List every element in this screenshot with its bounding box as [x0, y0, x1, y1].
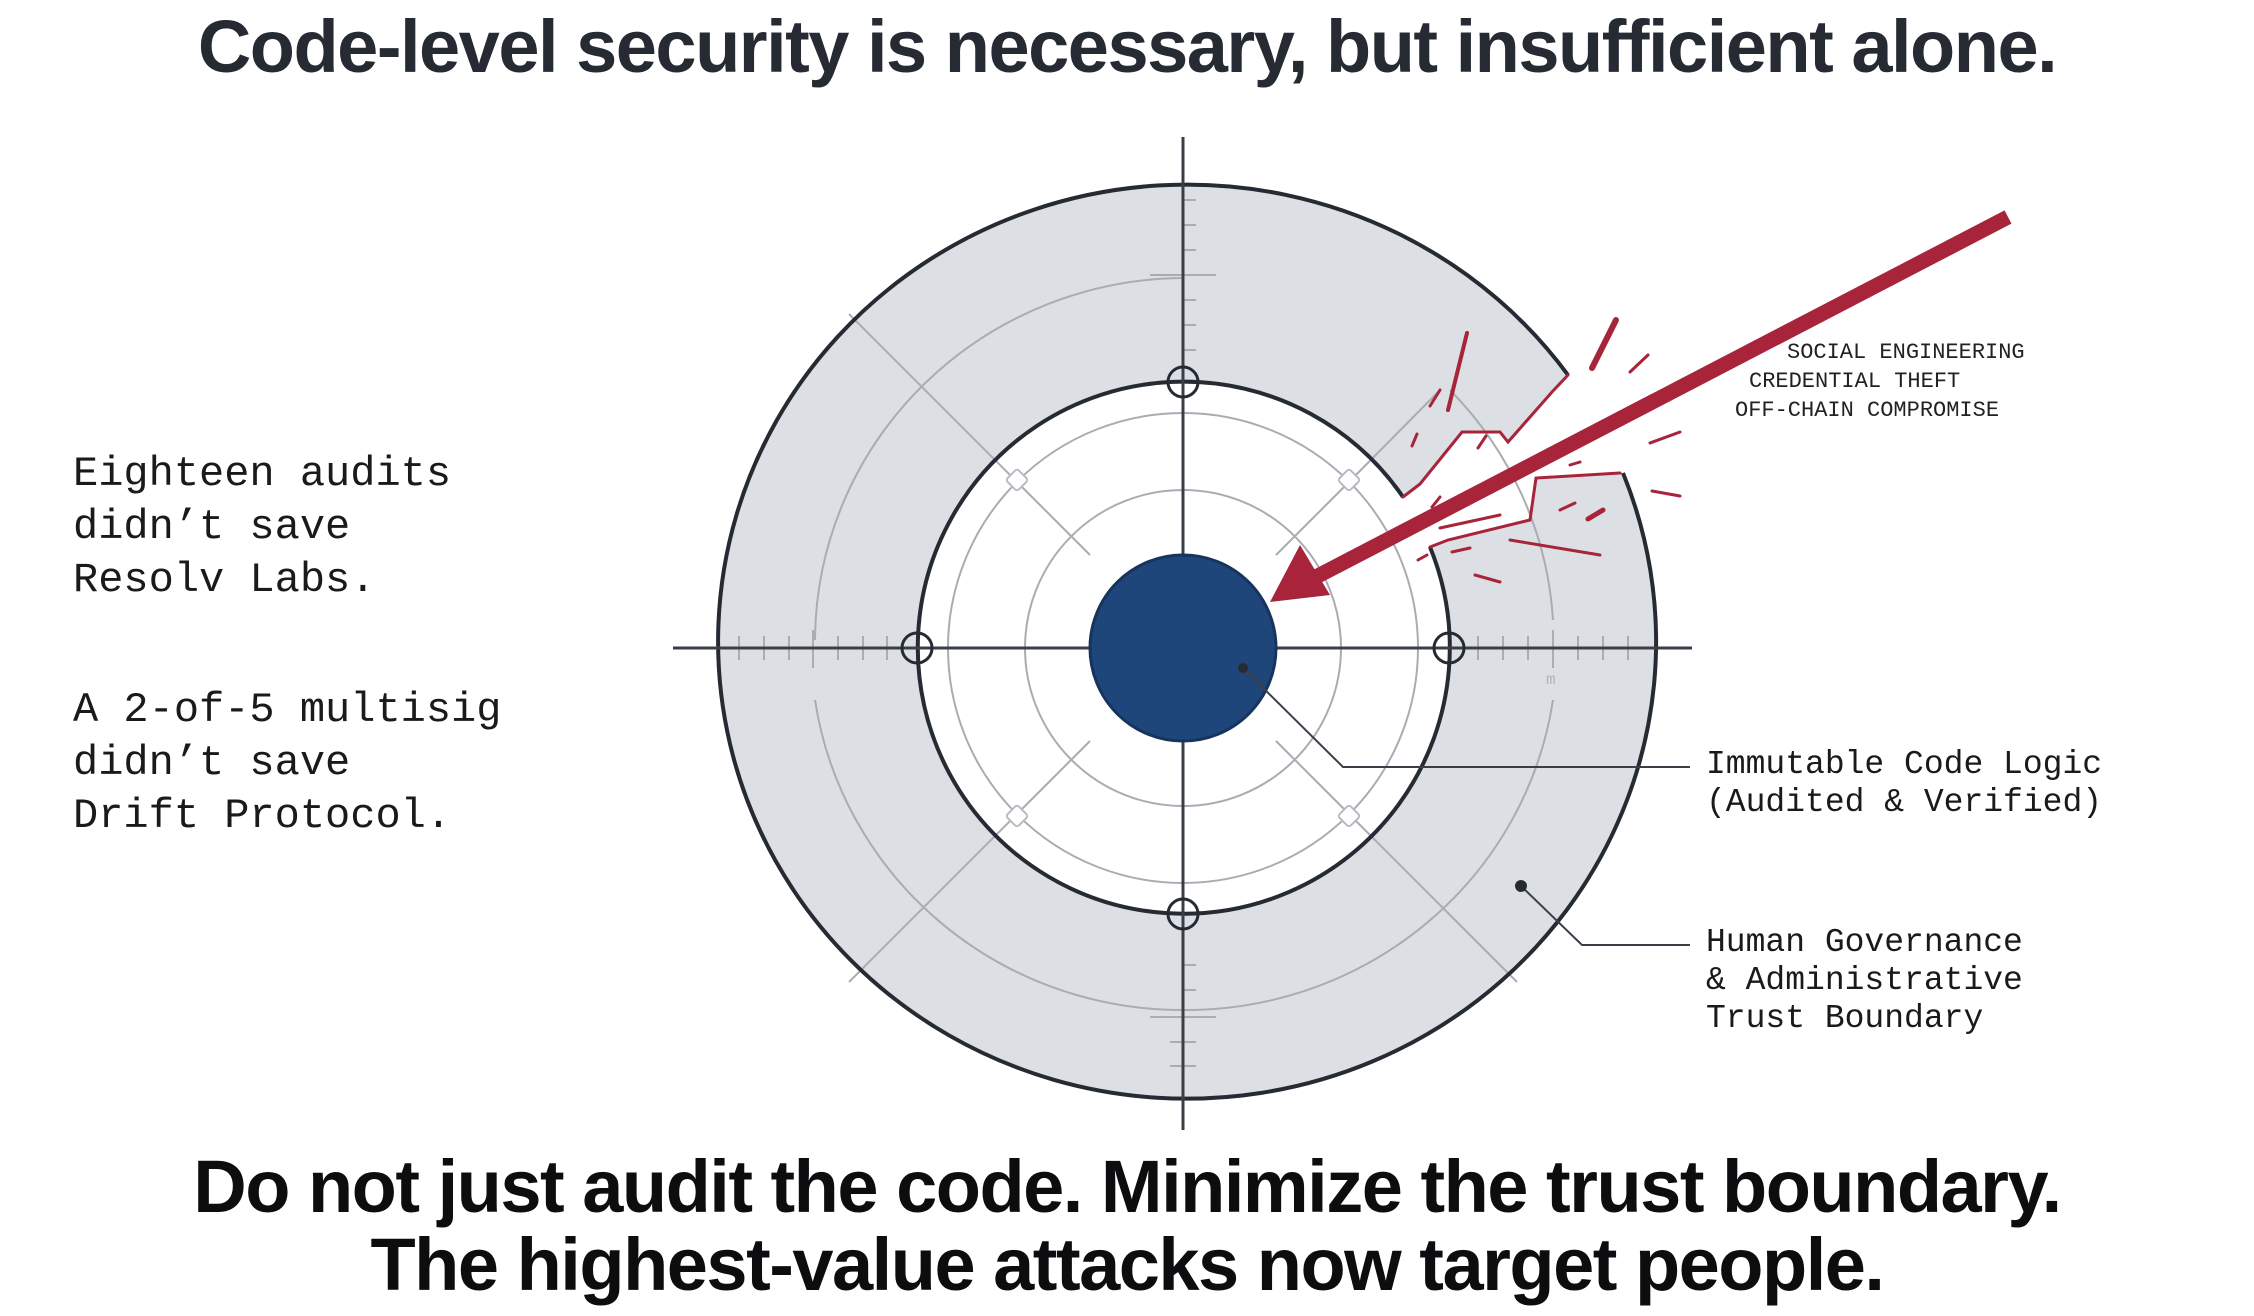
callout-line: & Administrative	[1706, 962, 2023, 999]
axis-glyph: m	[1546, 671, 1556, 689]
core-leader-dot	[1238, 663, 1248, 673]
callout-code-logic: Immutable Code Logic(Audited & Verified)	[1706, 746, 2102, 822]
code-logic-core	[1088, 553, 1278, 743]
footer-takeaway: Do not just audit the code. Minimize the…	[0, 1148, 2254, 1304]
note-line: Eighteen audits	[73, 450, 452, 498]
footer-line-1: Do not just audit the code. Minimize the…	[193, 1145, 2062, 1228]
slide-title: Code-level security is necessary, but in…	[197, 5, 2058, 88]
attack-vector-social-engineering: SOCIAL ENGINEERING	[1787, 340, 2025, 365]
callout-line: Human Governance	[1706, 924, 2023, 961]
note-line: A 2-of-5 multisig	[73, 686, 502, 734]
attack-vector-credential-theft: CREDENTIAL THEFT	[1749, 369, 1961, 394]
note-line: Resolv Labs.	[73, 556, 376, 604]
breach-shards	[1401, 317, 1682, 584]
ring-axis-markers	[900, 365, 1466, 931]
note-line: didn’t save	[73, 503, 351, 551]
ring-leader-dot	[1515, 880, 1527, 892]
note-line: didn’t save	[73, 739, 351, 787]
attack-vector-off-chain: OFF-CHAIN COMPROMISE	[1735, 398, 2000, 423]
callout-line: (Audited & Verified)	[1706, 784, 2103, 821]
diamond-markers	[1005, 468, 1361, 828]
note-line: Drift Protocol.	[73, 792, 452, 840]
attack-arrow	[1270, 210, 2012, 602]
trust-boundary-ring	[718, 184, 1657, 1099]
ring-outlines	[716, 182, 1659, 1101]
footer-line-2: The highest-value attacks now target peo…	[370, 1223, 1885, 1306]
callout-line: Immutable Code Logic	[1706, 746, 2103, 783]
callout-leaders	[1242, 667, 1690, 946]
callout-line: Trust Boundary	[1706, 1000, 1984, 1037]
